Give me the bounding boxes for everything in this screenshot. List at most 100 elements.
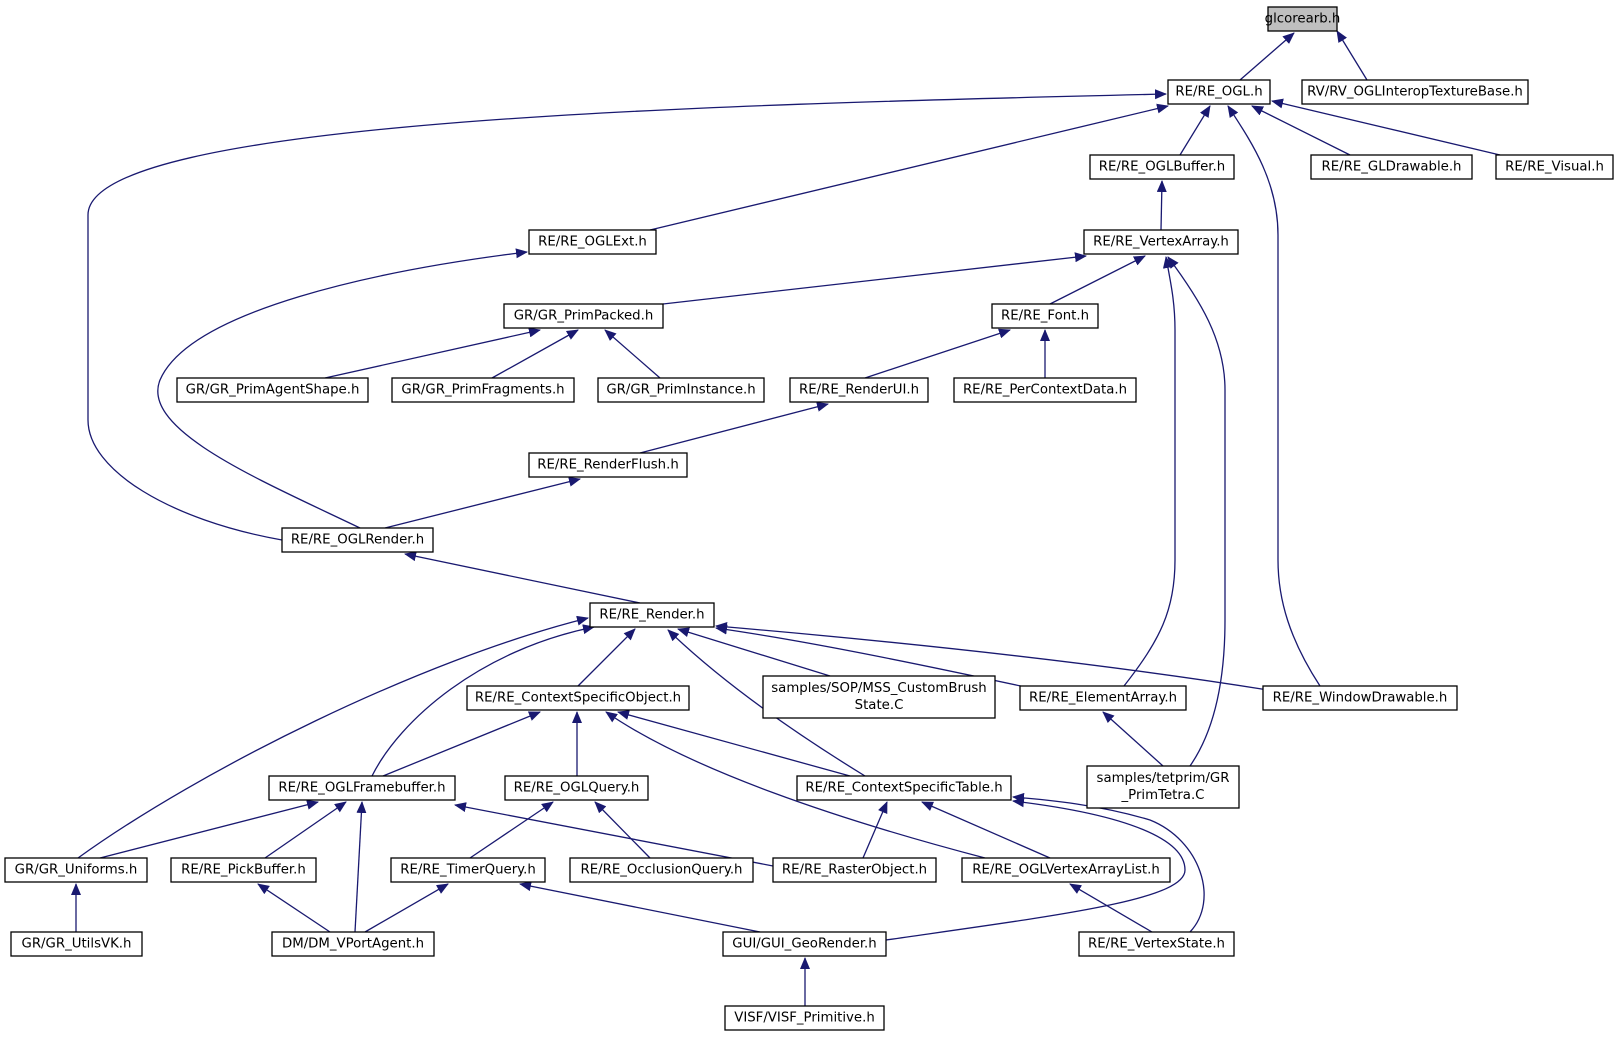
node-re-pickbuffer[interactable]: RE/RE_PickBuffer.h: [170, 857, 317, 883]
edge-gr_priminstance-to-gr_primpacked: [604, 329, 661, 379]
node-re-occlusionquery[interactable]: RE/RE_OcclusionQuery.h: [569, 857, 754, 883]
edge-gr_uniforms-to-re_render: [77, 615, 589, 859]
node-label: GR/GR_PrimInstance.h: [606, 383, 755, 398]
node-label: RE/RE_Render.h: [599, 608, 704, 623]
edge-re_contextspecificobject-to-re_render: [577, 628, 636, 687]
edge-re_oglframebuffer-to-re_render: [371, 624, 595, 777]
node-box: [953, 377, 1137, 403]
edges-layer: [71, 30, 1501, 1006]
node-label: RE/RE_Visual.h: [1505, 160, 1604, 175]
edge-gui_georender-to-re_timerquery: [519, 881, 761, 933]
edge-re_rasterobject-to-re_oglframebuffer: [454, 802, 774, 867]
node-label: GR/GR_PrimFragments.h: [401, 383, 564, 398]
node-box: [772, 857, 937, 883]
node-glcorearb[interactable]: glcorearb.h: [1265, 6, 1341, 32]
node-re-renderflush[interactable]: RE/RE_RenderFlush.h: [528, 452, 688, 478]
node-re-renderui[interactable]: RE/RE_RenderUI.h: [789, 377, 929, 403]
edge-re_render-to-re_oglrender: [404, 551, 641, 604]
node-re-contextspecificobject[interactable]: RE/RE_ContextSpecificObject.h: [466, 685, 690, 711]
node-label: glcorearb.h: [1265, 12, 1341, 27]
node-label: RE/RE_Font.h: [1001, 309, 1089, 324]
node-re-render[interactable]: RE/RE_Render.h: [589, 602, 715, 628]
edge-gui_georender-to-re_contextspecifictable: [885, 797, 1186, 941]
node-gr-uniforms[interactable]: GR/GR_Uniforms.h: [4, 857, 148, 883]
node-box: [10, 931, 143, 957]
edge-re_elementarray-to-re_vertexarray: [1123, 256, 1176, 687]
edge-re_oglrender-to-re_ogl: [87, 89, 1167, 541]
node-gr-priminstance[interactable]: GR/GR_PrimInstance.h: [597, 377, 765, 403]
node-re-ogl[interactable]: RE/RE_OGL.h: [1167, 79, 1271, 105]
edge-re_oglrender-to-re_renderflush: [384, 476, 581, 529]
node-dm-vportagent[interactable]: DM/DM_VPortAgent.h: [271, 931, 435, 957]
node-re-rasterobject[interactable]: RE/RE_RasterObject.h: [772, 857, 937, 883]
node-label: RE/RE_OcclusionQuery.h: [581, 863, 743, 878]
edge-re_ogl-to-glcorearb: [1239, 32, 1295, 81]
node-box: [569, 857, 754, 883]
node-visf-primitive[interactable]: VISF/VISF_Primitive.h: [724, 1005, 885, 1031]
node-box: [271, 931, 435, 957]
edge-re_timerquery-to-re_oglquery: [469, 801, 554, 859]
node-label: RE/RE_GLDrawable.h: [1322, 160, 1462, 175]
node-box: [1310, 154, 1473, 180]
node-label: RE/RE_OGLExt.h: [538, 235, 647, 250]
node-box: [722, 931, 887, 957]
node-re-gldrawable[interactable]: RE/RE_GLDrawable.h: [1310, 154, 1473, 180]
node-gr-primpacked[interactable]: GR/GR_PrimPacked.h: [503, 303, 664, 329]
node-gr-primagentshape[interactable]: GR/GR_PrimAgentShape.h: [176, 377, 369, 403]
node-box: [268, 775, 456, 801]
edge-samples_mss-to-re_render: [677, 627, 831, 677]
edge-re_font-to-re_vertexarray: [1049, 255, 1146, 305]
edge-gr_primpacked-to-re_vertexarray: [662, 252, 1087, 305]
node-box: [796, 775, 1012, 801]
node-gr-utilsvk[interactable]: GR/GR_UtilsVK.h: [10, 931, 143, 957]
node-box: [1086, 765, 1240, 809]
node-re-font[interactable]: RE/RE_Font.h: [991, 303, 1099, 329]
edge-re_vertexarray-to-re_oglbuffer: [1156, 180, 1167, 231]
node-box: [762, 675, 996, 719]
node-rv-ogltex[interactable]: RV/RV_OGLInteropTextureBase.h: [1301, 79, 1529, 105]
node-box: [504, 775, 649, 801]
edge-gr_primagentshape-to-gr_primpacked: [324, 327, 541, 379]
node-box: [1267, 6, 1338, 32]
node-label: VISF/VISF_Primitive.h: [734, 1011, 875, 1026]
node-re-vertexarray[interactable]: RE/RE_VertexArray.h: [1083, 229, 1239, 255]
edge-re_renderflush-to-re_renderui: [639, 401, 829, 454]
node-label: RE/RE_OGLQuery.h: [514, 781, 640, 796]
node-label: RE/RE_OGLBuffer.h: [1099, 160, 1225, 175]
node-re-oglbuffer[interactable]: RE/RE_OGLBuffer.h: [1089, 154, 1235, 180]
node-label: RE/RE_ContextSpecificTable.h: [805, 781, 1002, 796]
node-label: RE/RE_RenderUI.h: [799, 383, 919, 398]
node-re-oglrender[interactable]: RE/RE_OGLRender.h: [281, 527, 434, 553]
node-box: [528, 229, 657, 255]
nodes-layer: glcorearb.hRE/RE_OGL.h RV/RV_OGLInteropTe…: [4, 6, 1614, 1031]
node-box: [991, 303, 1099, 329]
node-box: [528, 452, 688, 478]
node-re-oglquery[interactable]: RE/RE_OGLQuery.h: [504, 775, 649, 801]
node-re-timerquery[interactable]: RE/RE_TimerQuery.h: [390, 857, 546, 883]
edge-re_pickbuffer-to-re_oglframebuffer: [264, 801, 347, 859]
node-re-oglvertexarraylist[interactable]: RE/RE_OGLVertexArrayList.h: [961, 857, 1171, 883]
node-samples-tetprim[interactable]: samples/tetprim/GR_PrimTetra.C: [1086, 765, 1240, 809]
edge-samples_tetprim-to-re_elementarray: [1102, 711, 1164, 767]
node-label: RE/RE_RasterObject.h: [782, 863, 927, 878]
node-re-elementarray[interactable]: RE/RE_ElementArray.h: [1019, 685, 1187, 711]
node-gui-georender[interactable]: GUI/GUI_GeoRender.h: [722, 931, 887, 957]
edge-re_oglrender-to-re_oglext: [157, 248, 528, 529]
edge-re_gldrawable-to-re_ogl: [1251, 105, 1351, 156]
node-re-oglframebuffer[interactable]: RE/RE_OGLFramebuffer.h: [268, 775, 456, 801]
node-label: RE/RE_PerContextData.h: [963, 383, 1127, 398]
node-re-visual[interactable]: RE/RE_Visual.h: [1495, 154, 1614, 180]
node-re-windowdrawable[interactable]: RE/RE_WindowDrawable.h: [1262, 685, 1458, 711]
node-box: [1495, 154, 1614, 180]
node-label: RE/RE_OGLVertexArrayList.h: [972, 863, 1160, 878]
node-re-oglext[interactable]: RE/RE_OGLExt.h: [528, 229, 657, 255]
node-re-vertexstate[interactable]: RE/RE_VertexState.h: [1078, 931, 1235, 957]
node-gr-primfragments[interactable]: GR/GR_PrimFragments.h: [391, 377, 575, 403]
node-re-contextspecifictable[interactable]: RE/RE_ContextSpecificTable.h: [796, 775, 1012, 801]
edge-gr_primfragments-to-gr_primpacked: [491, 329, 579, 379]
edge-re_contextspecifictable-to-re_render: [667, 629, 866, 777]
node-re-percontextdata[interactable]: RE/RE_PerContextData.h: [953, 377, 1137, 403]
node-label: GR/GR_UtilsVK.h: [22, 937, 132, 952]
node-box: [724, 1005, 885, 1031]
